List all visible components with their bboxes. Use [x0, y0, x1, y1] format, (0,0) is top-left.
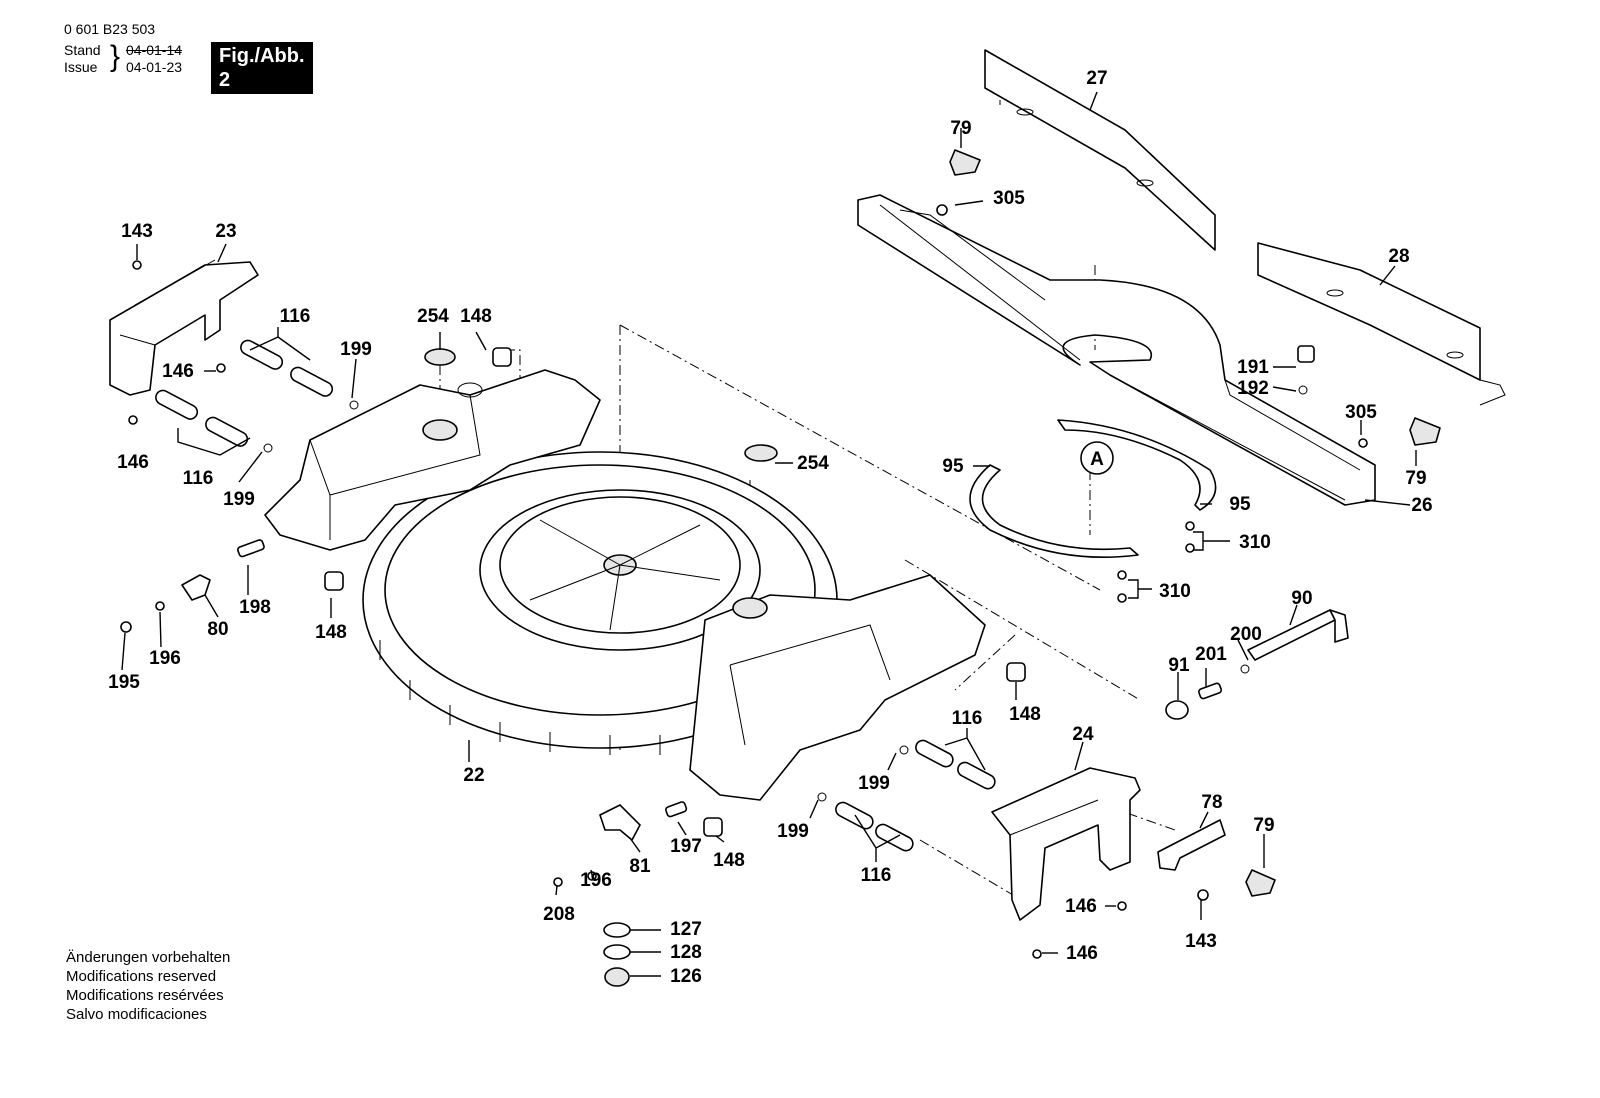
note-fr: Modifications resérvées — [66, 987, 224, 1004]
modification-notes: Änderungen vorbehalten Modifications res… — [66, 948, 230, 1024]
part-label-80: 80 — [207, 619, 228, 640]
part-label-146: 146 — [162, 361, 194, 382]
issue-date: 04-01-23 — [126, 59, 183, 75]
detail-marker-label: A — [1090, 449, 1104, 470]
part-label-26: 26 — [1411, 495, 1432, 516]
part-label-191: 191 — [1237, 357, 1269, 378]
part-label-199: 199 — [858, 773, 890, 794]
part-label-199: 199 — [777, 821, 809, 842]
part-label-197: 197 — [670, 836, 702, 857]
part-label-116: 116 — [952, 708, 983, 729]
part-label-128: 128 — [670, 942, 702, 963]
fence-plate-27 — [984, 49, 1216, 251]
part-label-208: 208 — [543, 904, 575, 925]
stand-label: Stand — [64, 42, 101, 58]
part-label-79: 79 — [1405, 468, 1426, 489]
segment-rings-95 — [969, 419, 1217, 559]
part-label-24: 24 — [1072, 724, 1094, 745]
part-label-305: 305 — [1345, 402, 1377, 423]
leader-lines — [121, 91, 1417, 977]
bracket-78 — [1157, 819, 1226, 871]
part-label-199: 199 — [340, 339, 372, 360]
fence-clamp-24 — [991, 767, 1141, 921]
part-label-95: 95 — [1229, 494, 1251, 515]
part-label-79: 79 — [1253, 815, 1274, 836]
part-label-91: 91 — [1168, 655, 1190, 676]
part-label-200: 200 — [1230, 624, 1262, 645]
part-label-126: 126 — [670, 966, 702, 987]
part-label-27: 27 — [1086, 68, 1107, 89]
part-label-23: 23 — [215, 221, 236, 242]
knobs — [181, 149, 1441, 897]
part-label-196: 196 — [149, 648, 181, 669]
brace-glyph: } — [110, 40, 121, 73]
part-label-143: 143 — [121, 221, 153, 242]
part-label-95: 95 — [942, 456, 964, 477]
part-label-146: 146 — [1066, 943, 1098, 964]
small-parts — [120, 204, 1368, 987]
part-label-116: 116 — [280, 306, 311, 327]
note-en: Modifications reserved — [66, 968, 217, 985]
part-label-146: 146 — [1065, 896, 1097, 917]
part-number: 0 601 B23 503 — [64, 21, 156, 37]
issue-label: Issue — [64, 59, 98, 75]
part-label-78: 78 — [1201, 792, 1222, 813]
part-label-116: 116 — [861, 865, 892, 886]
part-label-127: 127 — [670, 919, 702, 940]
part-label-148: 148 — [1009, 704, 1041, 725]
part-label-143: 143 — [1185, 931, 1217, 952]
part-label-148: 148 — [460, 306, 492, 327]
part-labels: 27 79 305 28 191 192 305 79 26 95 95 310… — [108, 68, 1432, 987]
part-label-148: 148 — [315, 622, 347, 643]
part-label-310: 310 — [1239, 532, 1271, 553]
part-label-199: 199 — [223, 489, 255, 510]
fence-clamp-23 — [109, 259, 259, 396]
fence-plate-28 — [1257, 242, 1506, 406]
right-table-extension — [689, 574, 986, 801]
part-label-148: 148 — [713, 850, 745, 871]
figure-badge: Fig./Abb. 2 — [211, 42, 313, 94]
part-label-201: 201 — [1195, 644, 1227, 665]
hex-wrench-90 — [1247, 609, 1349, 661]
part-label-195: 195 — [108, 672, 140, 693]
part-label-254: 254 — [417, 306, 449, 327]
left-table-extension — [264, 369, 601, 551]
part-label-196: 196 — [580, 870, 612, 891]
part-label-254: 254 — [797, 453, 829, 474]
part-label-192: 192 — [1237, 378, 1269, 399]
part-label-310: 310 — [1159, 581, 1191, 602]
part-label-79: 79 — [950, 118, 971, 139]
part-label-81: 81 — [629, 856, 651, 877]
stand-date: 04-01-14 — [126, 42, 183, 58]
part-label-305: 305 — [993, 188, 1025, 209]
part-label-198: 198 — [239, 597, 271, 618]
part-label-90: 90 — [1291, 588, 1312, 609]
rods-116 — [155, 339, 996, 852]
part-label-22: 22 — [463, 765, 484, 786]
part-label-116: 116 — [183, 468, 214, 489]
part-label-28: 28 — [1388, 246, 1409, 267]
note-es: Salvo modificaciones — [66, 1006, 207, 1023]
base-fence-26 — [857, 194, 1376, 506]
part-label-146: 146 — [117, 452, 149, 473]
note-de: Änderungen vorbehalten — [66, 949, 231, 966]
detail-marker-a: A — [1080, 441, 1114, 475]
